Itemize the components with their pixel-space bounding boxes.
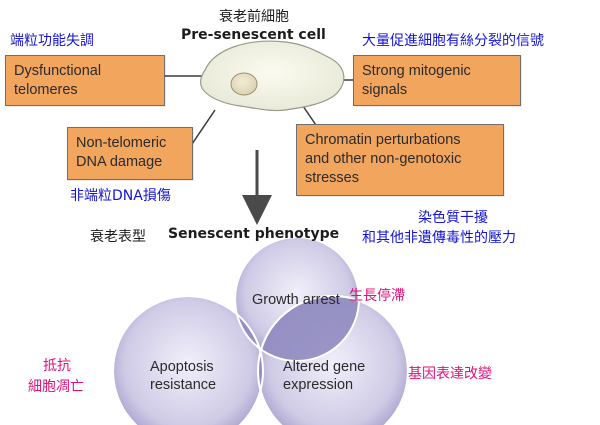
label-nontelomeric-zh: 非端粒DNA損傷 — [70, 188, 171, 204]
box-chromatin-line2: and other non-genotoxic — [305, 151, 462, 167]
cell-title-zh: 衰老前細胞 — [219, 9, 289, 25]
box-strong-mitogenic-signals: Strong mitogenic signals — [353, 55, 521, 106]
box-dysfunctional-telomeres: Dysfunctional telomeres — [5, 55, 165, 106]
box-non-telomeric-dna-damage: Non-telomeric DNA damage — [67, 127, 193, 180]
box-mitogenic-line2: signals — [362, 82, 408, 98]
venn-outline-left — [112, 295, 264, 425]
cell-title-en: Pre-senescent cell — [181, 27, 326, 43]
label-mitogenic-zh: 大量促進細胞有絲分裂的信號 — [362, 33, 544, 49]
box-dysfunctional-line1: Dysfunctional — [14, 63, 102, 79]
label-apoptosis-zh-1: 抵抗 — [43, 358, 71, 374]
box-nontelomeric-line1: Non-telomeric — [76, 135, 167, 151]
label-dysfunctional-zh: 端粒功能失調 — [10, 33, 94, 49]
venn-label-growth-arrest: Growth arrest — [252, 292, 340, 308]
label-growth-arrest-zh: 生長停滯 — [349, 288, 405, 304]
cell-nucleus-shape — [230, 72, 258, 96]
phenotype-title-zh: 衰老表型 — [90, 229, 146, 245]
venn-overlap-top-right — [258, 296, 359, 361]
box-chromatin-line1: Chromatin perturbations — [305, 132, 461, 148]
pre-senescent-cell-shape — [199, 40, 345, 112]
venn-label-apoptosis-line2: resistance — [150, 377, 216, 393]
venn-label-altered-line1: Altered gene — [283, 359, 365, 375]
venn-outline-right — [257, 295, 409, 425]
box-chromatin-perturbations: Chromatin perturbations and other non-ge… — [296, 124, 504, 196]
phenotype-title-en: Senescent phenotype — [168, 226, 340, 242]
label-chromatin-zh-1: 染色質干擾 — [418, 210, 488, 226]
label-chromatin-zh-2: 和其他非遺傳毒性的壓力 — [362, 230, 516, 246]
box-chromatin-line3: stresses — [305, 170, 359, 186]
box-nontelomeric-line2: DNA damage — [76, 154, 163, 170]
venn-diagram: Growth arrest Apoptosis resistance Alter… — [112, 236, 409, 425]
label-altered-zh: 基因表達改變 — [408, 366, 492, 382]
box-dysfunctional-line2: telomeres — [14, 82, 78, 98]
label-apoptosis-zh-2: 細胞凋亡 — [28, 379, 84, 395]
box-mitogenic-line1: Strong mitogenic — [362, 63, 471, 79]
venn-outline-top — [234, 236, 360, 362]
venn-label-apoptosis-line1: Apoptosis — [150, 359, 214, 375]
venn-label-altered-line2: expression — [283, 377, 353, 393]
